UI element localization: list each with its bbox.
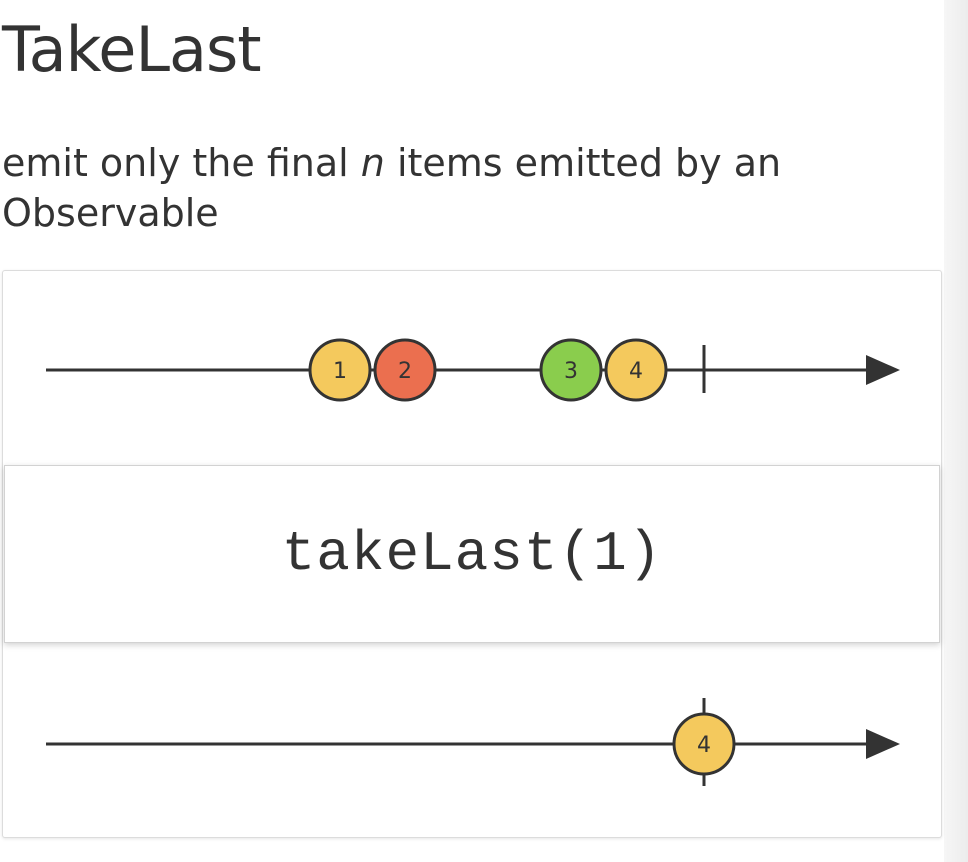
subtitle-emphasis: n	[360, 141, 385, 185]
input-marble-circle	[539, 338, 603, 402]
subtitle-text-end: items emitted by an Observable	[2, 141, 782, 235]
page-scroll-gutter	[944, 0, 968, 862]
output-marbles: 4	[672, 712, 736, 776]
operator-label: takeLast(1)	[281, 522, 663, 586]
input-marble-4: 4	[604, 338, 668, 402]
output-marble-4: 4	[672, 712, 736, 776]
input-marble-label: 1	[333, 359, 347, 384]
output-marble-circle	[672, 712, 736, 776]
input-marble-label: 2	[398, 359, 412, 384]
arrow-head-icon	[866, 355, 900, 385]
input-marble-label: 4	[629, 359, 643, 384]
input-marbles: 1 2 3 4	[308, 338, 668, 402]
output-marble-label: 4	[697, 733, 711, 758]
arrow-head-icon	[866, 729, 900, 759]
input-marble-circle	[373, 338, 437, 402]
page-subtitle: emit only the final n items emitted by a…	[2, 138, 862, 238]
operator-box: takeLast(1)	[4, 465, 940, 643]
input-marble-1: 1	[308, 338, 372, 402]
input-marble-circle	[308, 338, 372, 402]
input-marble-3: 3	[539, 338, 603, 402]
input-marble-2: 2	[373, 338, 437, 402]
subtitle-text-start: emit only the final	[2, 141, 361, 185]
input-timeline: 1 2 3 4	[46, 338, 900, 402]
page-title: TakeLast	[2, 13, 262, 86]
input-marble-circle	[604, 338, 668, 402]
input-marble-label: 3	[564, 359, 578, 384]
output-timeline: 4	[46, 698, 900, 786]
